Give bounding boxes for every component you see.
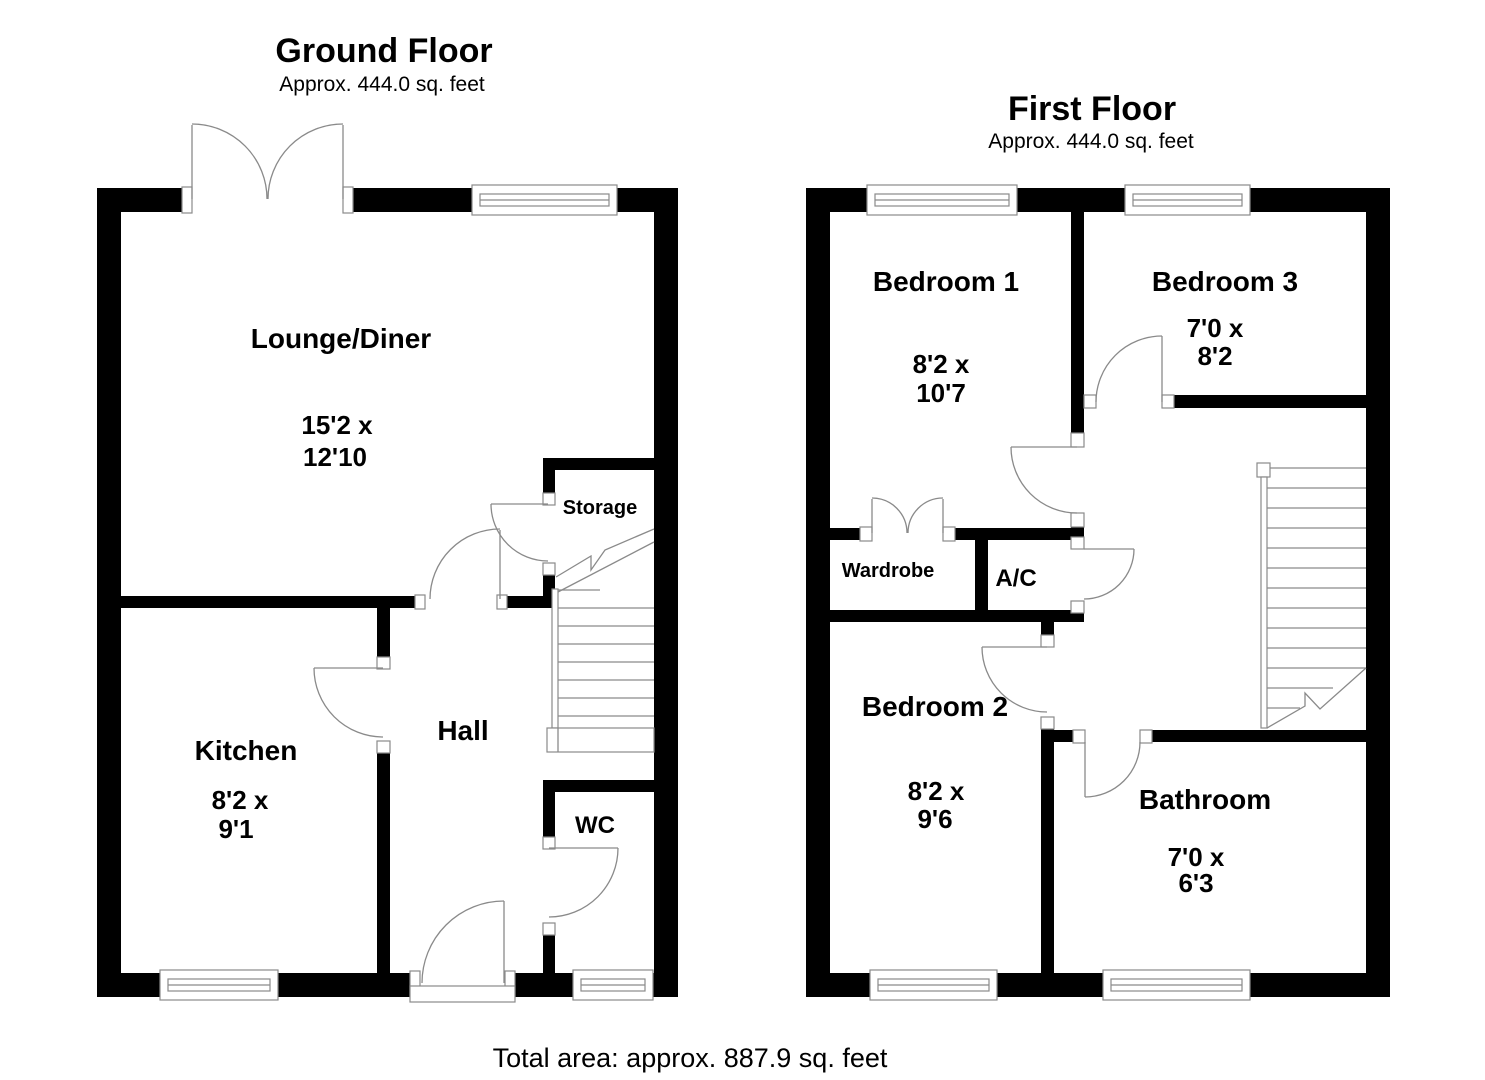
stairs-break-line <box>1266 667 1367 729</box>
room-label-wardrobe: Wardrobe <box>842 560 935 582</box>
bathroom-door <box>1084 741 1141 798</box>
room-label-lounge-diner: Lounge/Diner <box>251 323 432 354</box>
room-dims-bedroom3-1: 7'0 x <box>1187 313 1244 343</box>
room-dims-bedroom1-2: 10'7 <box>916 378 966 408</box>
wc-door <box>548 847 619 918</box>
bedroom3-window <box>1124 184 1251 216</box>
ground-floor-subtitle: Approx. 444.0 sq. feet <box>279 73 485 96</box>
ground-floor-door-frames <box>181 186 556 1003</box>
lounge-window <box>471 184 618 216</box>
room-label-kitchen: Kitchen <box>195 735 298 766</box>
french-doors <box>191 123 344 200</box>
ac-door <box>1083 548 1135 600</box>
bedroom1-window <box>866 184 1018 216</box>
room-label-storage: Storage <box>563 497 637 519</box>
ground-floor-walls <box>97 188 678 997</box>
room-label-wc: WC <box>575 812 615 839</box>
first-floor-door-frames <box>859 394 1175 744</box>
first-floor-title: First Floor <box>1008 90 1176 128</box>
ground-floor-plan: Ground Floor Approx. 444.0 sq. feet Loun… <box>97 32 678 1003</box>
ground-floor-labels: Ground Floor Approx. 444.0 sq. feet Loun… <box>195 32 638 844</box>
room-dims-lounge-diner-2: 12'10 <box>303 442 367 472</box>
lounge-door <box>429 528 501 600</box>
first-floor-windows <box>866 184 1251 1001</box>
room-label-bedroom1: Bedroom 1 <box>873 266 1019 297</box>
room-label-ac: A/C <box>995 565 1036 592</box>
room-dims-kitchen-1: 8'2 x <box>212 785 269 815</box>
room-label-bedroom2: Bedroom 2 <box>862 691 1008 722</box>
room-label-hall: Hall <box>437 715 488 746</box>
storage-door <box>490 503 549 562</box>
room-dims-kitchen-2: 9'1 <box>218 814 253 844</box>
wc-window <box>572 969 654 1001</box>
bedroom2-window <box>869 969 998 1001</box>
bedroom3-door <box>1095 335 1163 403</box>
first-floor-doors <box>871 335 1163 798</box>
room-dims-bathroom-2: 6'3 <box>1178 868 1213 898</box>
room-label-bedroom3: Bedroom 3 <box>1152 266 1298 297</box>
first-floor-stairs <box>1256 462 1367 729</box>
total-area-label: Total area: approx. 887.9 sq. feet <box>493 1043 888 1073</box>
kitchen-window <box>159 969 279 1001</box>
room-label-bathroom: Bathroom <box>1139 784 1271 815</box>
room-dims-bedroom3-2: 8'2 <box>1197 341 1232 371</box>
bedroom2-door <box>981 646 1048 713</box>
wardrobe-doors <box>871 497 944 534</box>
front-door <box>421 900 505 984</box>
first-floor-subtitle: Approx. 444.0 sq. feet <box>988 130 1194 153</box>
stairs-break-line <box>555 528 655 578</box>
bathroom-window <box>1102 969 1251 1001</box>
first-floor-walls <box>806 188 1390 997</box>
ground-floor-title: Ground Floor <box>275 32 492 70</box>
first-floor-labels: First Floor Approx. 444.0 sq. feet Bedro… <box>842 90 1298 898</box>
room-dims-bathroom-1: 7'0 x <box>1168 842 1225 872</box>
bedroom1-door <box>1010 446 1078 514</box>
ground-floor-windows <box>159 184 654 1001</box>
first-floor-plan: First Floor Approx. 444.0 sq. feet Bedro… <box>806 90 1390 1001</box>
room-dims-lounge-diner-1: 15'2 x <box>301 410 373 440</box>
kitchen-door <box>313 667 384 738</box>
ground-floor-doors <box>191 123 619 984</box>
room-dims-bedroom2-1: 8'2 x <box>908 776 965 806</box>
room-dims-bedroom2-2: 9'6 <box>917 804 952 834</box>
room-dims-bedroom1-1: 8'2 x <box>913 349 970 379</box>
ground-floor-stairs <box>546 528 655 753</box>
